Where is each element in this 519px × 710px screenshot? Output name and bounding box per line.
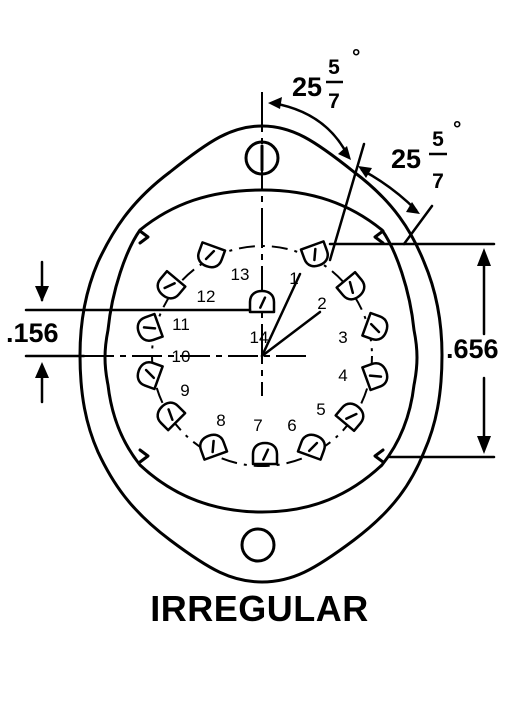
pin-6-mark	[307, 441, 319, 453]
dim-656-arrowhead-bottom	[477, 436, 491, 454]
pin-label-12: 12	[197, 287, 216, 306]
pin-label-2: 2	[317, 294, 326, 313]
pin-label-13: 13	[231, 265, 250, 284]
angle-right-numerator: 5	[432, 128, 444, 151]
pin-5-mark	[345, 412, 358, 420]
radial-line-1	[260, 272, 302, 358]
pin-label-1: 1	[289, 269, 298, 288]
angle-arc-1	[270, 101, 350, 158]
angle-top-denominator: 7	[328, 90, 340, 113]
pin-7-mark	[262, 448, 270, 461]
notch-right-lower	[373, 448, 385, 464]
angle-arrowhead-1a	[268, 97, 282, 109]
pin-4-mark	[368, 374, 383, 378]
angle-right-denominator: 7	[432, 170, 444, 193]
dim-656-arrowhead-top	[477, 248, 491, 266]
angle-extension-2	[402, 204, 434, 246]
angle-arrowhead-1b	[338, 146, 351, 160]
angle-extension-1	[328, 142, 366, 262]
angle-arrowhead-2a	[358, 166, 372, 178]
pin-label-10: 10	[172, 347, 191, 366]
angle-right-degree: °	[453, 118, 461, 141]
pin-label-5: 5	[316, 400, 325, 419]
notch-left-upper	[138, 229, 150, 245]
pin-9-mark	[167, 408, 174, 422]
pin-2-mark	[348, 280, 355, 295]
angle-right-whole: 25	[391, 144, 421, 174]
pin-1-mark	[313, 247, 317, 262]
pin-10-mark	[144, 368, 156, 380]
notch-left-lower	[138, 448, 150, 464]
dim-156-arrowhead-bottom	[35, 362, 49, 378]
mounting-hole-bottom	[240, 527, 276, 563]
pin-13-mark	[204, 249, 216, 261]
angle-top-numerator: 5	[328, 56, 340, 79]
pin-11-mark	[142, 326, 157, 330]
angle-top-degree: °	[352, 46, 360, 69]
notch-right-upper	[373, 229, 385, 245]
pin-12-mark	[163, 282, 176, 290]
angle-label-top: 25 5 7 °	[292, 46, 360, 113]
pin-label-3: 3	[338, 328, 347, 347]
angle-label-right: 25 5 7 °	[391, 118, 461, 193]
pin-label-11: 11	[172, 315, 190, 334]
dim-156-arrowhead-top	[35, 286, 49, 302]
dim-156-label: .156	[6, 318, 59, 348]
pin-14-mark	[259, 296, 267, 309]
pin-label-7: 7	[253, 416, 262, 435]
pin-3-mark	[369, 322, 381, 334]
pin-label-6: 6	[287, 416, 296, 435]
pin-8-mark	[211, 439, 215, 454]
dim-656-label: .656	[446, 334, 499, 364]
angle-top-whole: 25	[292, 72, 322, 102]
radial-line-2	[260, 310, 322, 358]
pin-label-14: 14	[250, 328, 269, 347]
diagram-title: IRREGULAR	[150, 588, 369, 629]
pin-label-8: 8	[216, 411, 225, 430]
angle-arrowhead-2b	[406, 202, 420, 214]
socket-inner-body-outline	[103, 188, 419, 514]
socket-flange-outline	[78, 124, 444, 584]
pin-label-9: 9	[180, 381, 189, 400]
pin-label-4: 4	[338, 366, 347, 385]
